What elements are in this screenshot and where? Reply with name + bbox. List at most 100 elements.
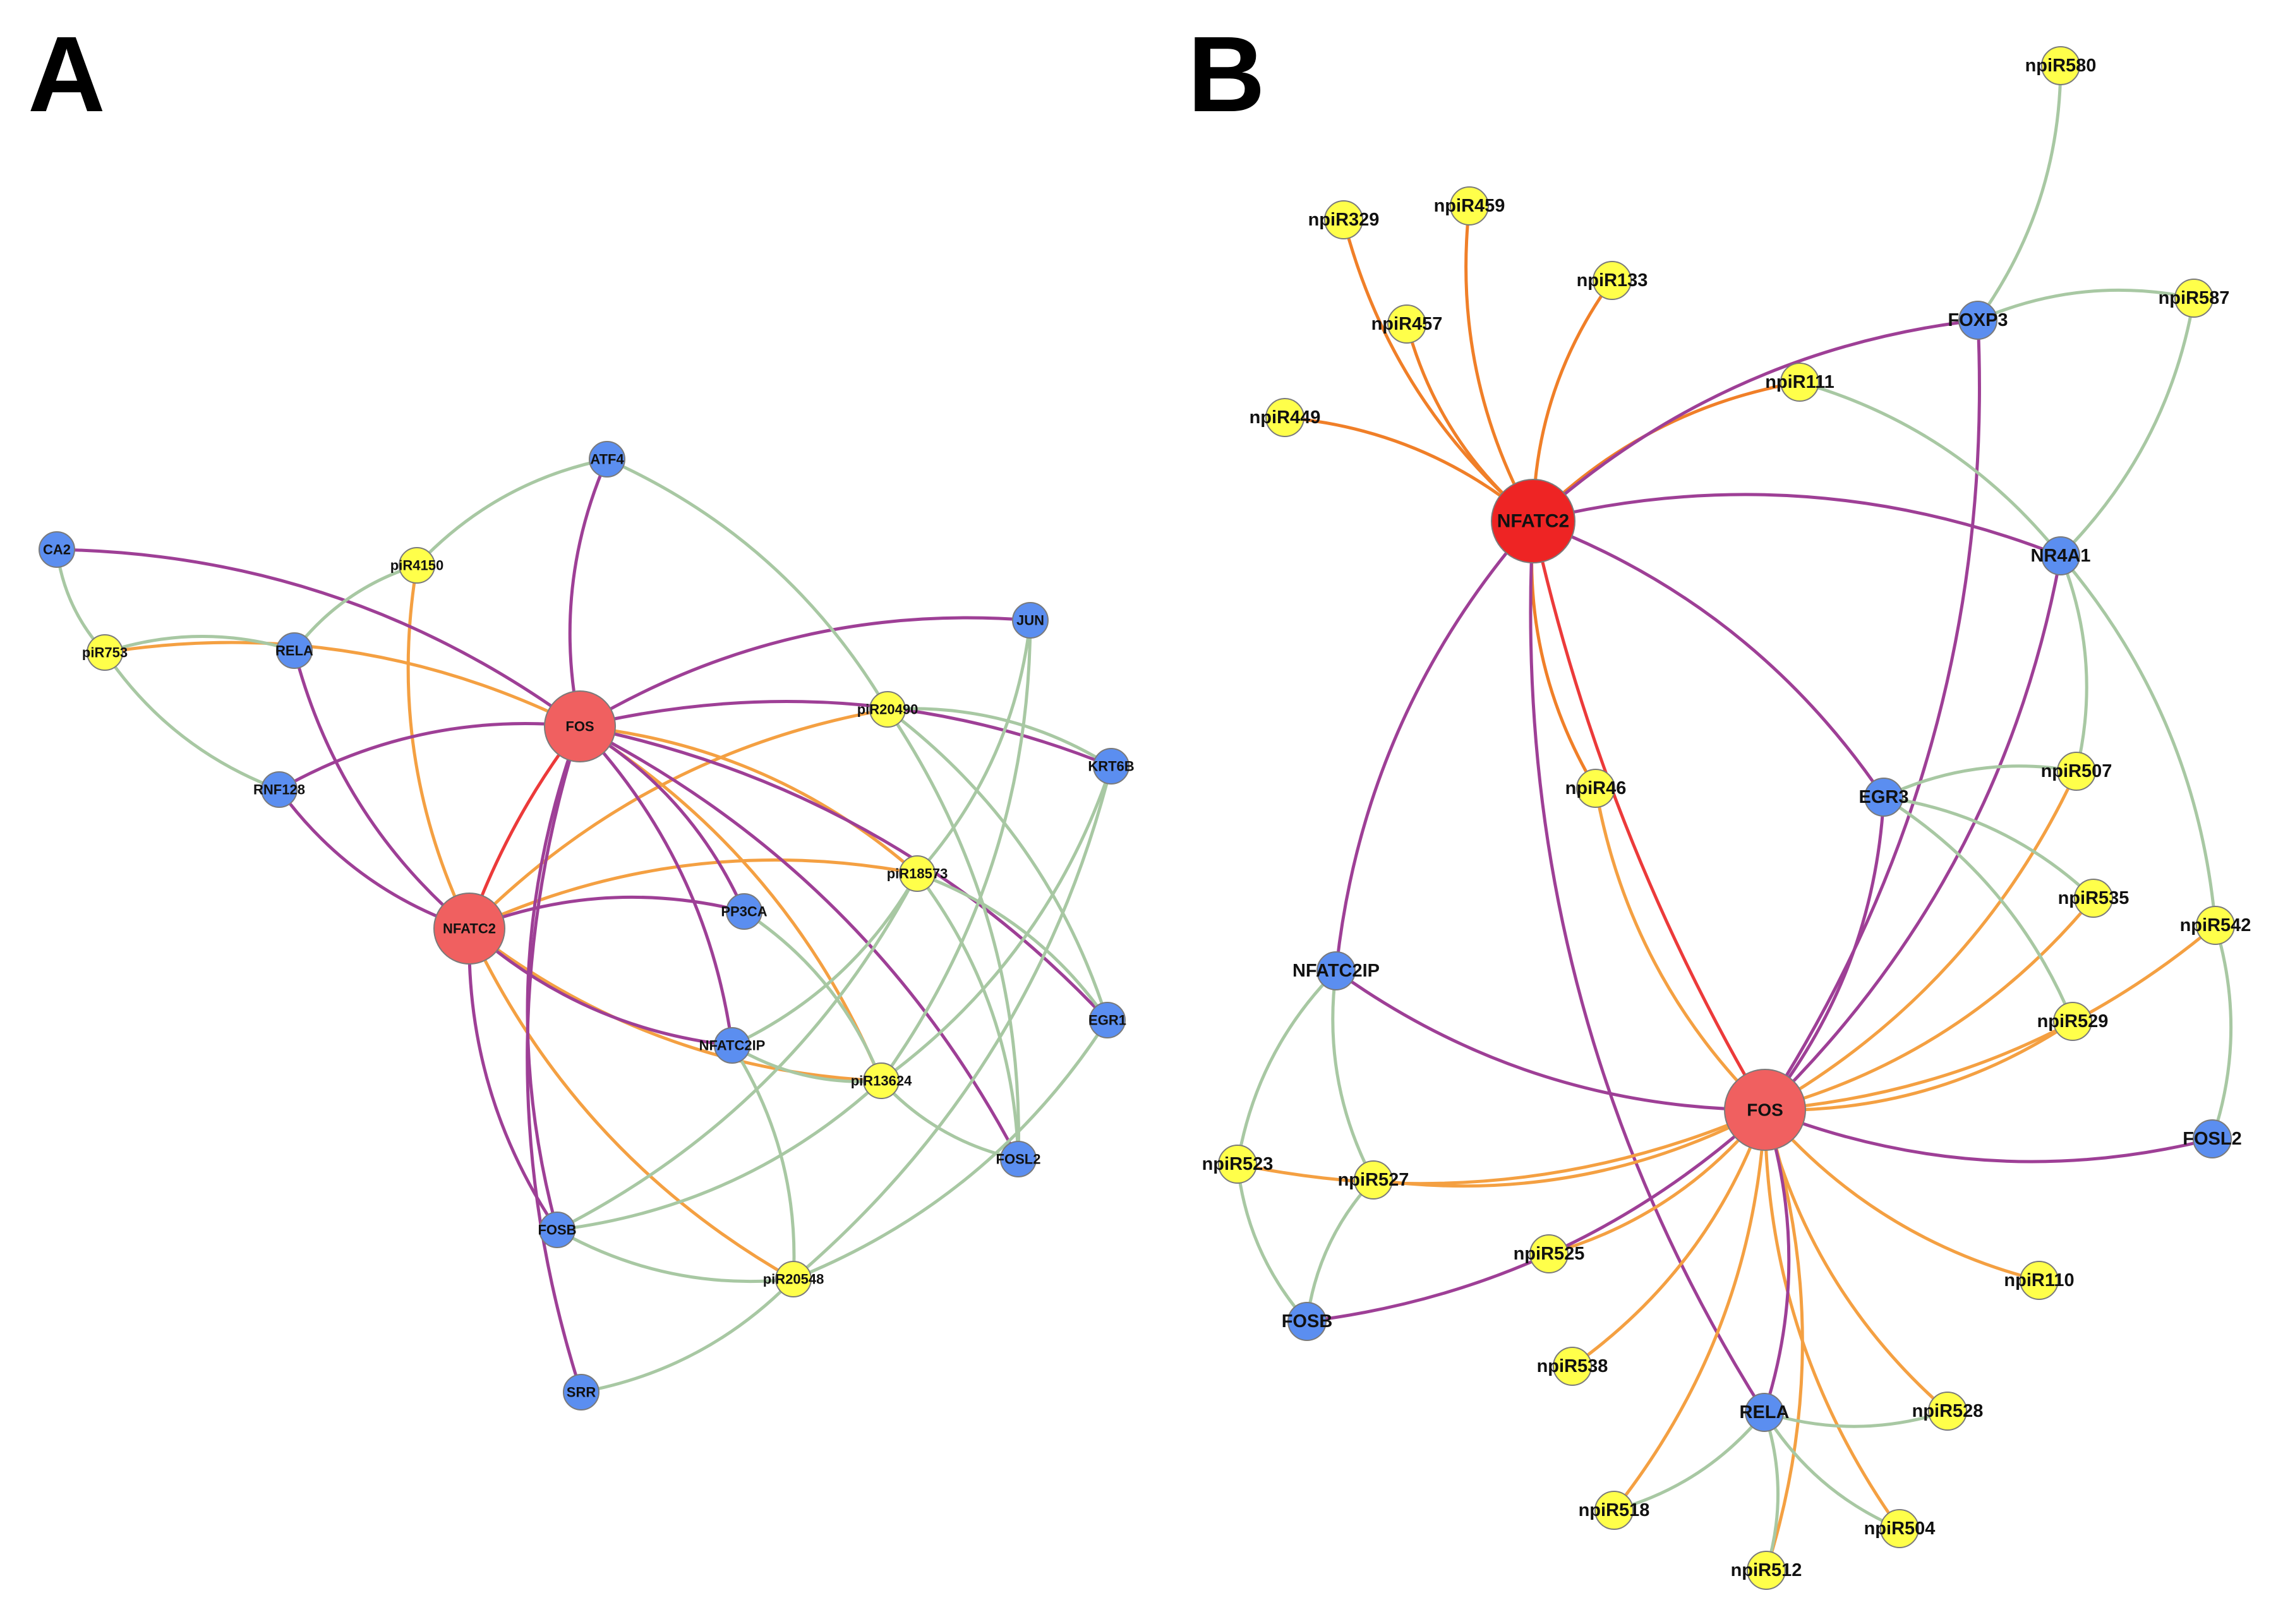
- edge-fos-npir507: [1764, 770, 2078, 1112]
- node-circle-jun: [1012, 602, 1049, 639]
- edge-npir111-nr4a1: [1799, 380, 2062, 557]
- node-label-npir46: npiR46: [1565, 778, 1627, 798]
- node-label-fosb: FOSB: [538, 1222, 576, 1238]
- node-label-npir133: npiR133: [1577, 270, 1648, 291]
- node-npir538: npiR538: [1537, 1347, 1608, 1386]
- node-rela: RELA: [275, 632, 313, 669]
- edge-npir542-nr4a1: [2059, 555, 2217, 926]
- edge-npir512-rela: [1762, 1412, 1780, 1571]
- edge-pir20490-fosl2: [886, 708, 1020, 1160]
- node-label-npir538: npiR538: [1537, 1356, 1608, 1376]
- edge-pir753-rnf128: [103, 651, 280, 791]
- node-fos: FOS: [544, 690, 616, 762]
- panel-a-nodes: FOSNFATC2ATF4CA2RELARNF128JUNKRT6BPP3CAN…: [39, 441, 1135, 1410]
- node-circle-npir525: [1529, 1234, 1569, 1273]
- node-npir111: npiR111: [1765, 363, 1834, 402]
- edge-nfatc2-pir20548: [467, 927, 795, 1281]
- node-circle-npir587: [2174, 279, 2214, 318]
- node-circle-atf4: [589, 441, 625, 478]
- node-label-npir457: npiR457: [1371, 314, 1443, 334]
- edge-pir20548-egr1: [793, 1019, 1109, 1281]
- edge-npir523-nfatc2ip: [1236, 970, 1337, 1165]
- edge-nfatc2-npir459: [1464, 205, 1535, 522]
- node-circle-npir580: [2041, 46, 2080, 85]
- edge-pir18573-egr1: [917, 872, 1109, 1021]
- edge-pir20490-atf4: [606, 457, 889, 711]
- node-circle-nfatc2ip: [714, 1027, 750, 1064]
- edge-fos-fosb: [526, 726, 582, 1230]
- node-label-fos: FOS: [1747, 1100, 1783, 1120]
- edge-nfatc2-npir329: [1342, 219, 1534, 522]
- edge-npir523-fosb: [1236, 1164, 1308, 1323]
- edge-fos-jun: [579, 616, 1031, 728]
- node-label-krt6b: KRT6B: [1088, 759, 1134, 774]
- node-label-pp3ca: PP3CA: [721, 904, 767, 920]
- node-fosb: FOSB: [538, 1212, 577, 1248]
- node-krt6b: KRT6B: [1088, 748, 1135, 785]
- edge-pir13624-nfatc2ip: [731, 1044, 882, 1083]
- edge-nfatc2-egr3: [1533, 519, 1886, 798]
- node-label-atf4: ATF4: [590, 452, 624, 467]
- node-npir523: npiR523: [1202, 1145, 1274, 1184]
- edge-fos-pir753: [104, 641, 581, 728]
- node-nfatc2: NFATC2: [433, 893, 505, 965]
- edge-fos-npir538: [1571, 1109, 1767, 1368]
- node-npir329: npiR329: [1308, 200, 1379, 239]
- node-label-pir18573: piR18573: [887, 866, 948, 882]
- node-npir449: npiR449: [1250, 398, 1320, 437]
- node-label-fosl2: FOSL2: [996, 1152, 1041, 1167]
- node-circle-npir46: [1576, 769, 1615, 808]
- edge-nfatc2-rela: [292, 650, 471, 930]
- node-npir457: npiR457: [1371, 304, 1443, 344]
- node-label-npir523: npiR523: [1202, 1154, 1274, 1174]
- node-npir580: npiR580: [2025, 46, 2096, 85]
- edge-pir18573-fosb: [556, 872, 919, 1232]
- node-circle-pir20490: [869, 691, 906, 728]
- node-label-npir110: npiR110: [2004, 1270, 2074, 1290]
- edge-npir518-rela: [1613, 1411, 1766, 1512]
- edge-fos-srr: [526, 726, 583, 1393]
- node-fos: FOS: [1724, 1069, 1806, 1151]
- node-circle-nfatc2: [433, 893, 505, 965]
- edge-nfatc2-foxp3: [1532, 318, 1979, 522]
- node-circle-npir518: [1594, 1491, 1634, 1530]
- node-npir110: npiR110: [2004, 1261, 2075, 1300]
- edge-npir507-egr3: [1882, 764, 2077, 799]
- node-label-nfatc2: NFATC2: [443, 921, 496, 937]
- node-npir528: npiR528: [1912, 1392, 1983, 1431]
- edge-fos-npir518: [1613, 1109, 1767, 1512]
- edge-fos-npir528: [1763, 1109, 1949, 1412]
- node-circle-rela: [276, 632, 313, 669]
- edge-fos-npir523: [1237, 1108, 1766, 1186]
- node-circle-npir527: [1354, 1160, 1393, 1200]
- edge-pir13624-pp3ca: [743, 910, 883, 1081]
- edge-pir20490-krt6b: [887, 707, 1112, 768]
- node-label-npir535: npiR535: [2058, 888, 2129, 908]
- node-nr4a1: NR4A1: [2030, 536, 2091, 575]
- node-nfatc2: NFATC2: [1491, 479, 1575, 563]
- node-label-npir507: npiR507: [2041, 761, 2112, 781]
- edge-nfatc2-nfatc2ip: [468, 927, 733, 1047]
- node-npir587: npiR587: [2159, 279, 2229, 318]
- edge-fos-pir18573: [579, 725, 919, 875]
- edge-nfatc2-fosb: [467, 928, 559, 1231]
- node-atf4: ATF4: [589, 441, 625, 478]
- edge-pir13624-fosb: [557, 1080, 882, 1232]
- node-label-nfatc2ip: NFATC2IP: [1292, 961, 1380, 981]
- edge-pir13624-jun: [879, 620, 1032, 1082]
- node-npir512: npiR512: [1731, 1551, 1802, 1590]
- panel-b-letter: B: [1188, 15, 1265, 135]
- node-label-nfatc2ip: NFATC2IP: [699, 1038, 766, 1054]
- node-label-npir512: npiR512: [1731, 1560, 1802, 1580]
- node-pir18573: piR18573: [887, 855, 948, 892]
- node-circle-rnf128: [261, 771, 298, 808]
- edge-fos-nr4a1: [1764, 555, 2063, 1111]
- node-npir527: npiR527: [1338, 1160, 1409, 1200]
- node-circle-npir111: [1780, 363, 1819, 402]
- node-label-nr4a1: NR4A1: [2030, 546, 2090, 566]
- edge-npir587-foxp3: [1977, 288, 2195, 322]
- edge-npir507-nr4a1: [2059, 555, 2088, 772]
- panel-b-network: B NFATC2FOSFOXP3NR4A1EGR3NFATC2IPFOSL2FO…: [1188, 15, 2251, 1590]
- edge-pir20548-fosb: [556, 1228, 794, 1284]
- edge-fos-fosl2: [579, 725, 1020, 1160]
